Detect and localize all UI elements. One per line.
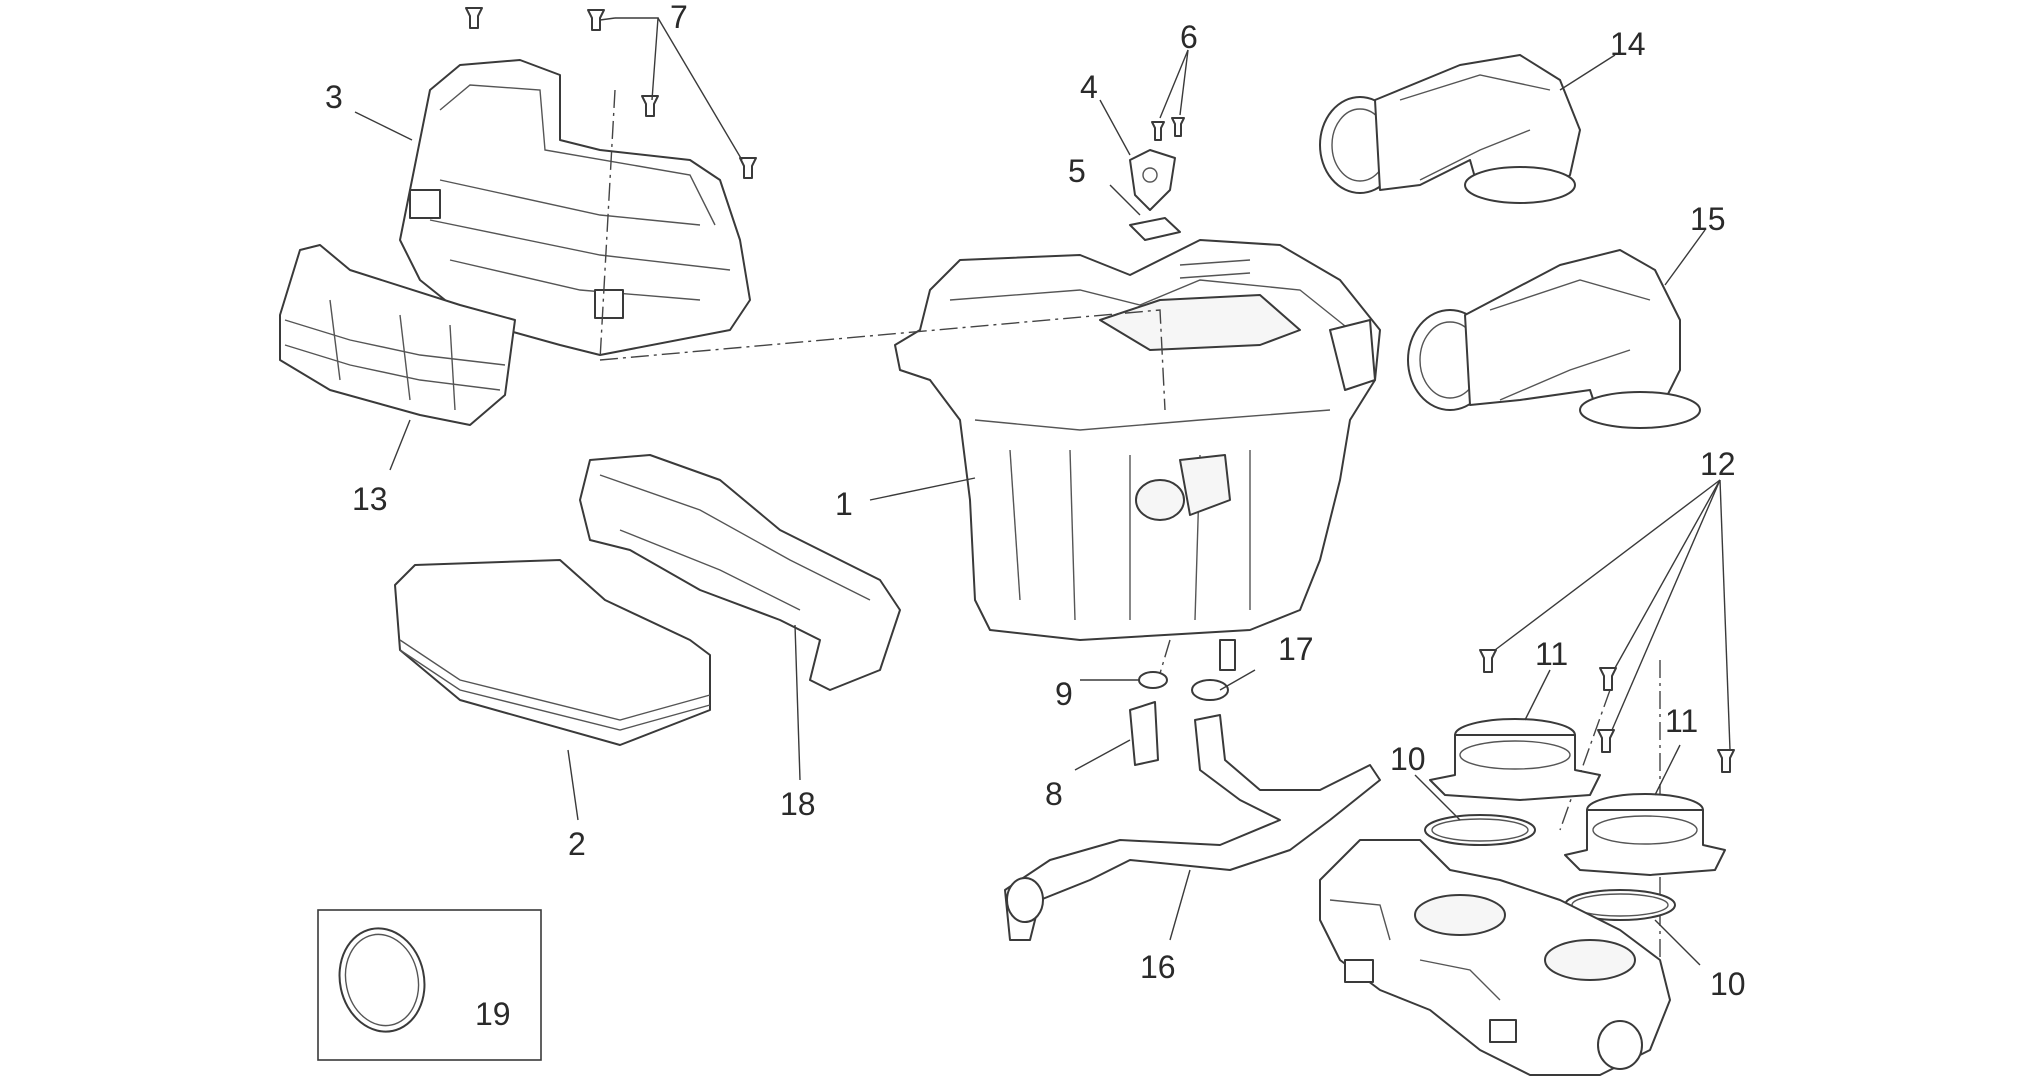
part-17-clamp	[1191, 679, 1229, 701]
part-11-adapter-left	[1429, 718, 1601, 801]
callout-18: 18	[780, 786, 816, 822]
screws-6	[1151, 117, 1185, 141]
part-16-breather-hose	[1004, 714, 1381, 941]
part-3-airbox-cover	[399, 59, 751, 356]
callout-4: 4	[1080, 69, 1098, 105]
part-11-adapter-right	[1564, 793, 1726, 876]
callout-5: 5	[1068, 153, 1086, 189]
part-5-gasket	[1129, 217, 1181, 241]
part-19-inset	[317, 909, 542, 1061]
part-2-air-filter	[394, 559, 711, 746]
callout-17: 17	[1278, 631, 1314, 667]
part-13-intake-duct	[279, 244, 516, 426]
screws-7	[465, 7, 757, 179]
part-10-oring-left	[1424, 814, 1536, 846]
callout-8: 8	[1045, 776, 1063, 812]
part-8-hose	[1129, 701, 1159, 766]
screws-12	[1479, 649, 1735, 773]
callout-15: 15	[1690, 201, 1726, 237]
callout-16: 16	[1140, 949, 1176, 985]
callout-1: 1	[835, 486, 853, 522]
callout-3: 3	[325, 79, 343, 115]
callout-10-right: 10	[1710, 966, 1746, 1002]
callout-19: 19	[475, 996, 511, 1032]
part-18-deflector	[579, 454, 901, 691]
callout-6: 6	[1180, 19, 1198, 55]
part-1-airbox	[894, 239, 1381, 671]
callout-2: 2	[568, 826, 586, 862]
leader-lines	[354, 17, 1731, 966]
callout-9: 9	[1055, 676, 1073, 712]
callout-12: 12	[1700, 446, 1736, 482]
callout-10-left: 10	[1390, 741, 1426, 777]
part-14-intake-boot	[1319, 54, 1581, 204]
part-4-sensor	[1129, 149, 1176, 211]
callout-13: 13	[352, 481, 388, 517]
callout-11-right: 11	[1665, 703, 1698, 739]
callout-14: 14	[1610, 26, 1646, 62]
part-9-clamp	[1138, 671, 1168, 689]
throttle-body-assembly	[1319, 839, 1671, 1076]
part-15-intake-boot	[1407, 249, 1701, 429]
callout-7: 7	[670, 0, 688, 35]
callout-11-left: 11	[1535, 636, 1568, 672]
